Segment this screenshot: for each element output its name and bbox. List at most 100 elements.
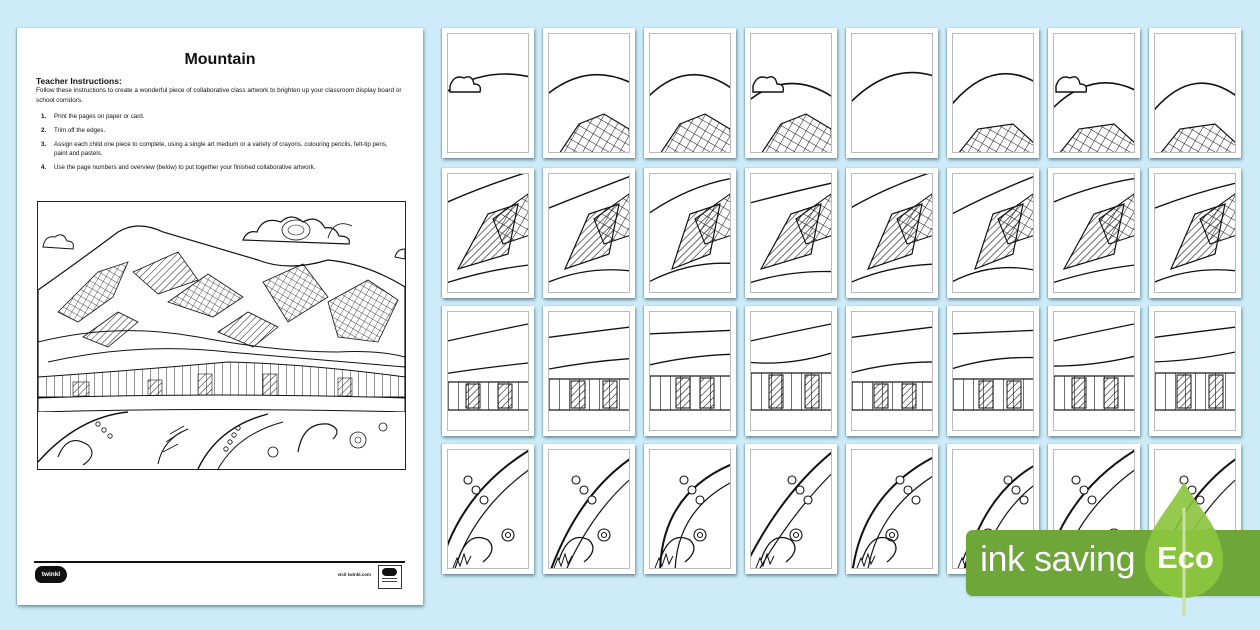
- tile-frame: [1053, 173, 1135, 293]
- colouring-tile: [846, 168, 938, 298]
- colouring-tile: [947, 306, 1039, 436]
- tile-illustration-icon: [751, 323, 831, 411]
- colouring-tile: [745, 444, 837, 574]
- tile-illustration-icon: [650, 177, 730, 283]
- colouring-tile: [543, 444, 635, 574]
- mountain-artwork-overview: [37, 201, 406, 470]
- eco-label: Eco: [1157, 540, 1214, 575]
- tile-illustration-icon: [1054, 76, 1134, 152]
- colouring-tile: [644, 168, 736, 298]
- tile-illustration-icon: [1054, 323, 1134, 411]
- colouring-tile: [1149, 306, 1241, 436]
- instructions-heading: Teacher Instructions:: [36, 76, 122, 86]
- tile-illustration-icon: [448, 73, 528, 93]
- tile-frame: [1053, 33, 1135, 153]
- tile-frame: [851, 33, 933, 153]
- tile-illustration-icon: [1155, 182, 1235, 283]
- colouring-tile: [1149, 168, 1241, 298]
- colouring-tile: [644, 444, 736, 574]
- leaf-icon: [1145, 482, 1223, 616]
- tile-illustration-icon: [852, 71, 932, 103]
- colouring-tile: [846, 306, 938, 436]
- instruction-step: 1. Print the pages on paper or card.: [36, 113, 396, 122]
- step-number: 4.: [41, 163, 47, 171]
- tile-frame: [548, 449, 630, 569]
- colouring-tile: [442, 306, 534, 436]
- colouring-tile: [644, 28, 736, 158]
- tile-illustration-icon: [448, 174, 528, 284]
- tile-frame: [649, 173, 731, 293]
- tile-frame: [1154, 311, 1236, 431]
- tile-frame: [1053, 311, 1135, 431]
- page-title: Mountain: [184, 51, 256, 68]
- step-text: Print the pages on paper or card.: [54, 113, 145, 120]
- tile-illustration-icon: [654, 463, 730, 568]
- tile-illustration-icon: [751, 182, 831, 284]
- step-number: 3.: [41, 141, 47, 148]
- tile-frame: [548, 311, 630, 431]
- tile-illustration-icon: [953, 329, 1033, 411]
- tile-illustration-icon: [650, 329, 730, 411]
- tile-frame: [447, 173, 529, 293]
- colouring-tile: [442, 168, 534, 298]
- tile-frame: [750, 311, 832, 431]
- instruction-page: Mountain Teacher Instructions: Follow th…: [17, 28, 423, 605]
- tile-illustration-icon: [549, 176, 629, 283]
- tile-frame: [750, 173, 832, 293]
- colouring-tile: [1048, 28, 1140, 158]
- tile-illustration-icon: [549, 326, 629, 411]
- instructions-list: 1. Print the pages on paper or card. 2. Tr…: [36, 113, 396, 178]
- tile-illustration-icon: [953, 73, 1033, 152]
- tile-frame: [649, 311, 731, 431]
- tile-frame: [851, 449, 933, 569]
- ink-saving-text: ink saving: [980, 538, 1136, 579]
- tile-frame: [952, 173, 1034, 293]
- tile-illustration-icon: [1155, 326, 1235, 411]
- tile-frame: [649, 449, 731, 569]
- step-text: Assign each child one piece to complete,…: [54, 141, 388, 157]
- instruction-step: 3. Assign each child one piece to complet…: [36, 141, 396, 158]
- colouring-tile: [543, 306, 635, 436]
- tile-illustration-icon: [650, 73, 730, 152]
- tile-frame: [1154, 33, 1236, 153]
- tile-illustration-icon: [448, 450, 528, 568]
- tile-frame: [750, 33, 832, 153]
- visit-website-text: visit twinkl.com: [337, 572, 371, 577]
- tile-frame: [649, 33, 731, 153]
- colouring-tile: [442, 28, 534, 158]
- step-number: 2.: [41, 127, 47, 134]
- tile-illustration-icon: [549, 73, 629, 152]
- quality-badge-icon: [378, 565, 402, 589]
- tile-illustration-icon: [852, 326, 932, 411]
- colouring-tile: [1048, 168, 1140, 298]
- tile-frame: [851, 173, 933, 293]
- tile-frame: [548, 33, 630, 153]
- step-text: Use the page numbers and overview (below…: [54, 163, 316, 171]
- footer-divider: [34, 561, 405, 563]
- instructions-intro: Follow these instructions to create a wo…: [36, 87, 402, 104]
- tile-illustration-icon: [550, 458, 629, 568]
- colouring-tile: [1048, 306, 1140, 436]
- tile-frame: [851, 311, 933, 431]
- tile-illustration-icon: [751, 76, 831, 152]
- tile-illustration-icon: [852, 456, 932, 568]
- tile-frame: [447, 449, 529, 569]
- tile-frame: [1154, 173, 1236, 293]
- tile-frame: [447, 33, 529, 153]
- colouring-tile: [1149, 28, 1241, 158]
- step-text: Trim off the edges.: [54, 127, 106, 134]
- instruction-step: 2. Trim off the edges.: [36, 127, 396, 136]
- colouring-tile: [543, 168, 635, 298]
- instruction-step: 4. Use the page numbers and overview (bel…: [36, 164, 396, 173]
- colouring-tile: [745, 306, 837, 436]
- mountain-illustration-icon: [38, 216, 405, 469]
- colouring-tile: [745, 168, 837, 298]
- tile-frame: [952, 33, 1034, 153]
- tile-illustration-icon: [953, 176, 1033, 283]
- colouring-tile: [947, 28, 1039, 158]
- colouring-tile: [644, 306, 736, 436]
- colouring-tile: [846, 444, 938, 574]
- step-number: 1.: [41, 113, 47, 120]
- tile-frame: [952, 311, 1034, 431]
- tile-frame: [548, 173, 630, 293]
